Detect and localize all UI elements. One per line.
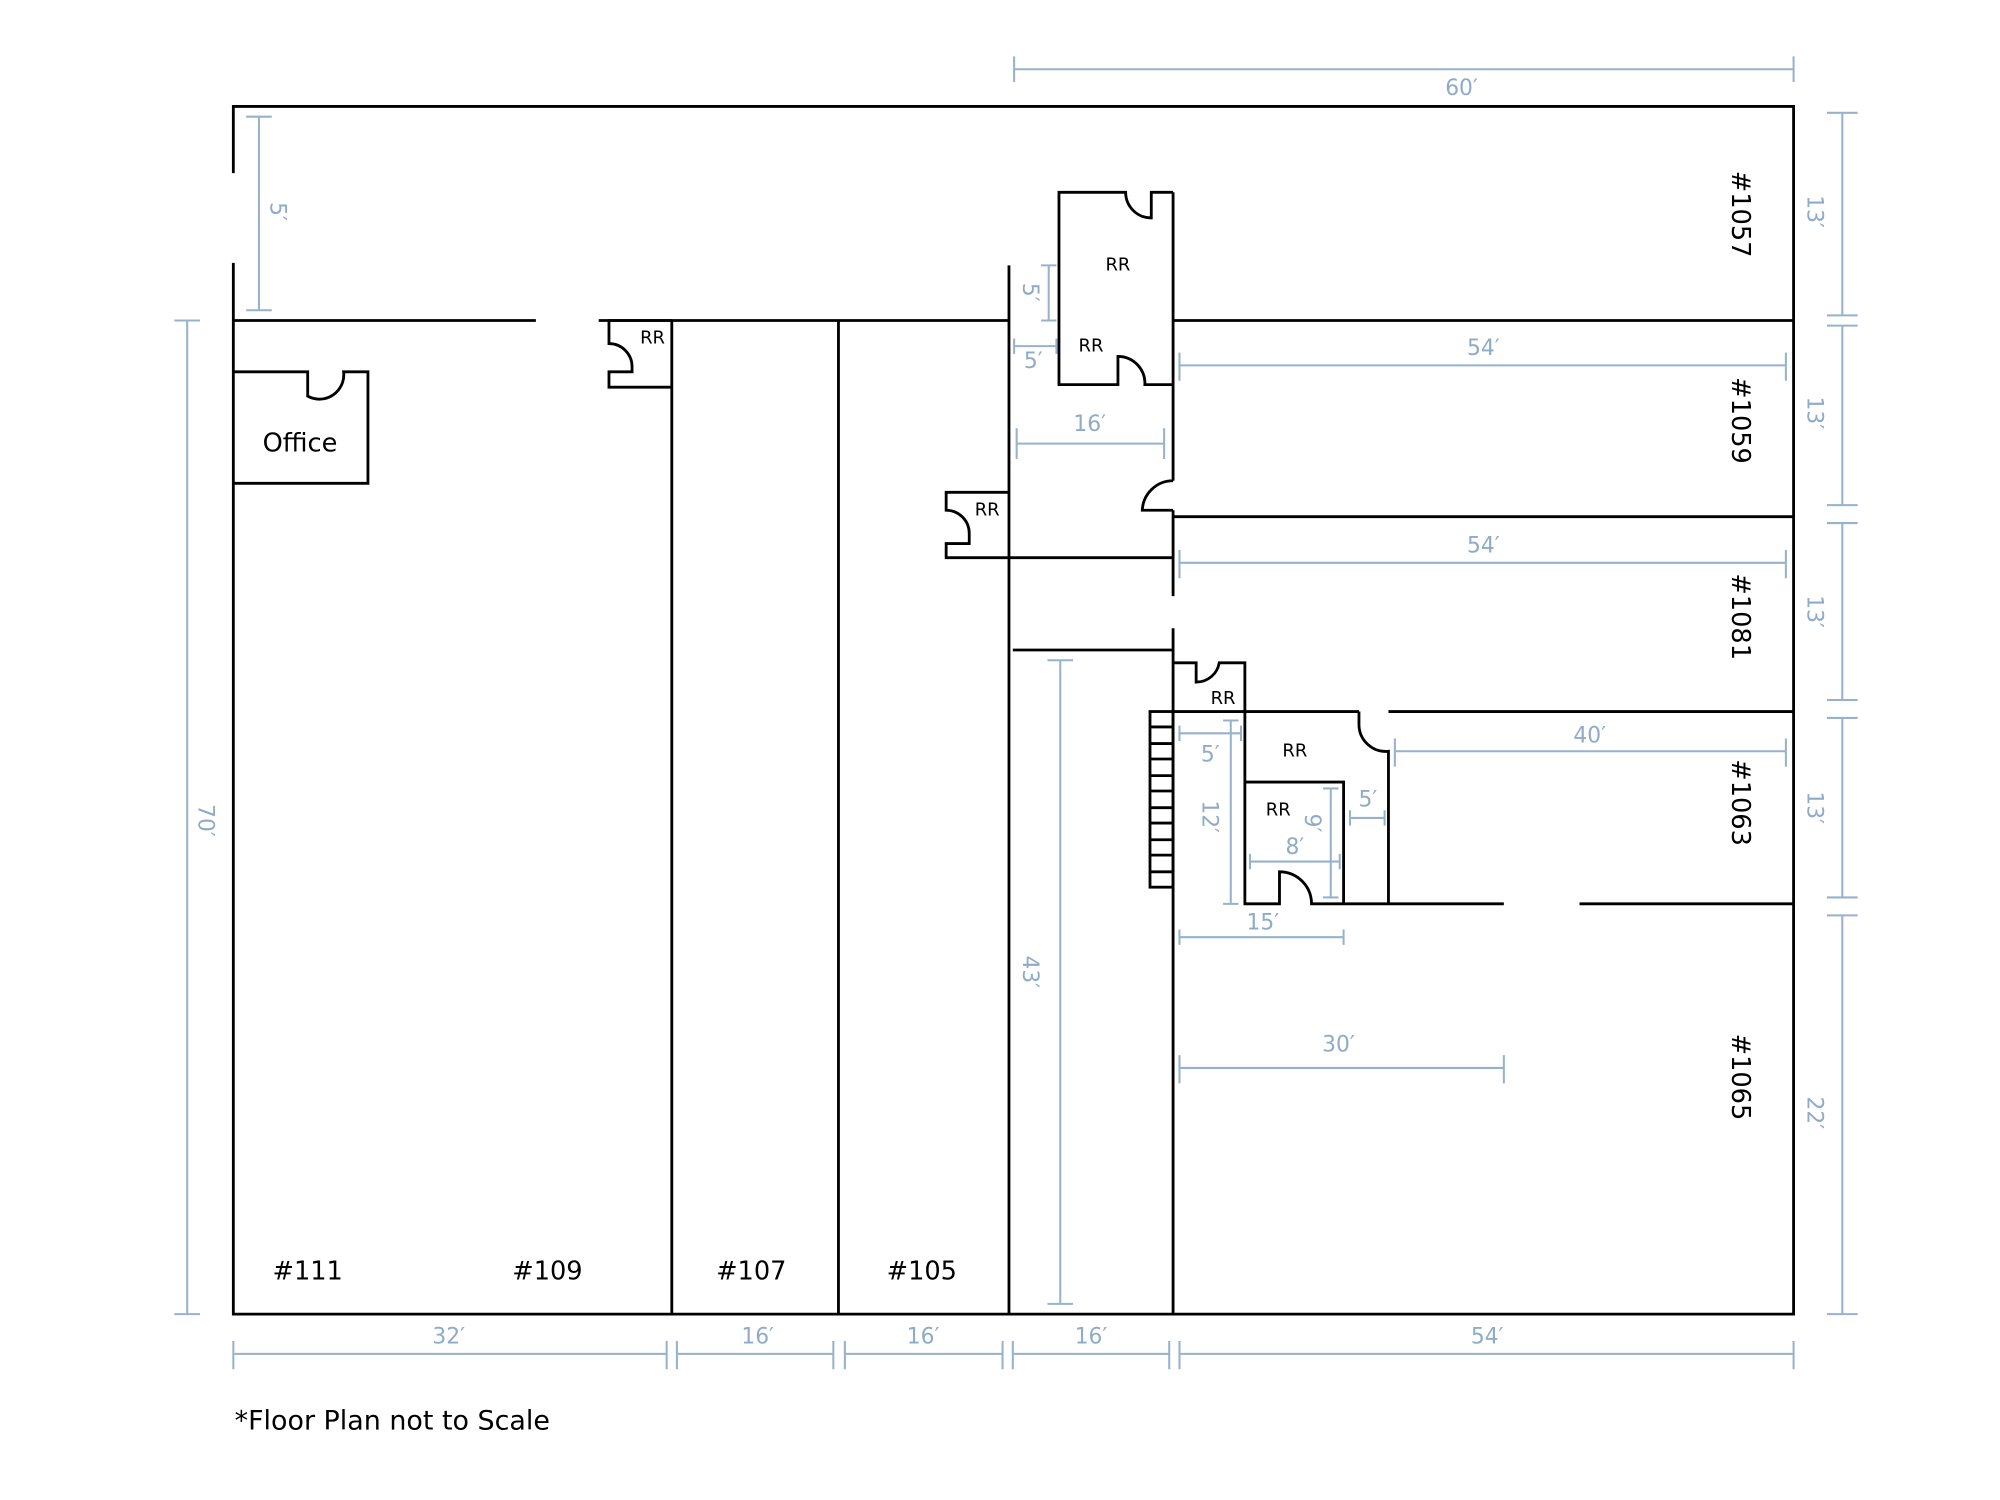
unit-1057: #1057 xyxy=(1725,171,1755,258)
dim-54: 54′ xyxy=(1467,534,1500,559)
unit-107: #107 xyxy=(716,1256,786,1286)
room-rr: RR xyxy=(640,328,665,349)
unit-1063: #1063 xyxy=(1725,759,1755,846)
dimension-labels: 60′ 70′ 5′ 32′ 16′ 16′ 16′ 54′ 13′ 13′ 1… xyxy=(193,76,1827,1350)
room-rr: RR xyxy=(1266,799,1291,820)
room-rr: RR xyxy=(1079,335,1104,356)
dim-bottom-16: 16′ xyxy=(741,1325,774,1350)
room-rr: RR xyxy=(975,499,1000,520)
dim-bottom-54: 54′ xyxy=(1471,1325,1504,1350)
dim-5: 5′ xyxy=(1017,283,1042,302)
dim-bottom-16: 16′ xyxy=(1075,1325,1108,1350)
dim-right-13: 13′ xyxy=(1802,791,1827,824)
dim-bottom-16: 16′ xyxy=(907,1325,940,1350)
dim-30: 30′ xyxy=(1322,1032,1355,1057)
unit-1065: #1065 xyxy=(1725,1034,1755,1121)
dim-right-13: 13′ xyxy=(1802,195,1827,228)
dim-8: 8′ xyxy=(1285,835,1304,860)
scale-note: *Floor Plan not to Scale xyxy=(235,1405,550,1436)
dim-right-22: 22′ xyxy=(1802,1096,1827,1129)
dimension-lines xyxy=(174,56,1858,1370)
dim-bottom-32: 32′ xyxy=(432,1325,465,1350)
room-labels: Office RR RR RR RR RR RR RR #111 #109 #1… xyxy=(263,171,1755,1287)
dim-9: 9′ xyxy=(1299,814,1324,833)
dim-5: 5′ xyxy=(1024,349,1043,374)
dim-right-13: 13′ xyxy=(1802,595,1827,628)
dim-12: 12′ xyxy=(1197,800,1222,833)
dim-43: 43′ xyxy=(1017,955,1042,988)
dim-54: 54′ xyxy=(1467,336,1500,361)
dim-5: 5′ xyxy=(1359,787,1378,812)
dim-15: 15′ xyxy=(1246,910,1279,935)
room-rr: RR xyxy=(1105,255,1130,276)
walls xyxy=(231,105,1795,1316)
dim-left-total: 70′ xyxy=(193,804,218,837)
dim-5: 5′ xyxy=(1201,743,1220,768)
unit-1081: #1081 xyxy=(1725,573,1755,660)
dim-40: 40′ xyxy=(1573,723,1606,748)
dim-top: 60′ xyxy=(1445,76,1478,101)
unit-109: #109 xyxy=(512,1256,582,1286)
unit-105: #105 xyxy=(887,1256,957,1286)
dim-16: 16′ xyxy=(1073,412,1106,437)
dim-right-13: 13′ xyxy=(1802,396,1827,429)
unit-111: #111 xyxy=(272,1256,342,1286)
room-office: Office xyxy=(263,428,338,458)
room-rr: RR xyxy=(1211,688,1236,709)
unit-1059: #1059 xyxy=(1725,377,1755,464)
dim-left-5: 5′ xyxy=(265,202,290,221)
room-rr: RR xyxy=(1282,740,1307,761)
